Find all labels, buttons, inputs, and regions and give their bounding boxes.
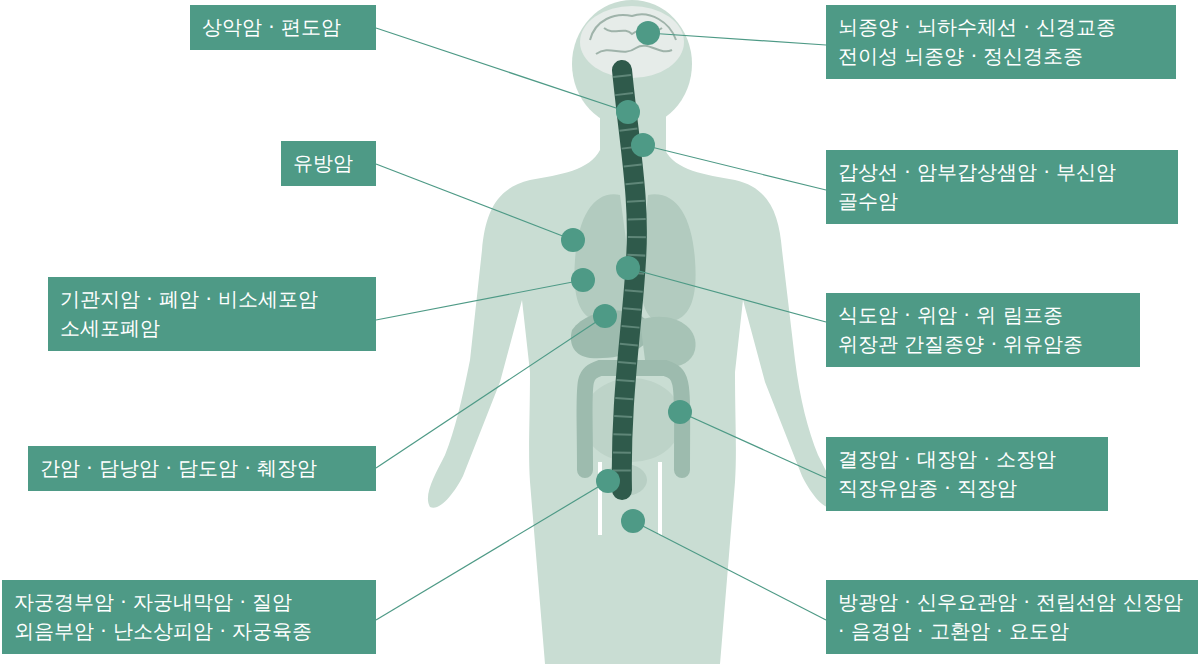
brain xyxy=(580,6,684,78)
cancer-label-box: 갑상선 · 암부갑상샘암 · 부신암 골수암 xyxy=(826,150,1178,224)
cancer-types: 간암 · 담낭암 · 담도암 · 췌장암 xyxy=(40,454,364,483)
cancer-label-box: 기관지암 · 폐암 · 비소세포암 소세포폐암 xyxy=(48,277,376,351)
cancer-label-box: 결장암 · 대장암 · 소장암 직장유암종 · 직장암 xyxy=(826,437,1108,511)
cancer-types: 식도암 · 위암 · 위 림프종 위장관 간질종양 · 위유암종 xyxy=(838,301,1128,359)
cancer-types: 유방암 xyxy=(293,149,364,178)
cancer-label-box: 상악암 · 편도암 xyxy=(190,5,376,50)
cancer-label-box: 간암 · 담낭암 · 담도암 · 췌장암 xyxy=(28,446,376,491)
cancer-types: 갑상선 · 암부갑상샘암 · 부신암 골수암 xyxy=(838,158,1166,216)
marker-dots xyxy=(561,21,692,533)
cancer-label-box: 방광암 · 신우요관암 · 전립선암 신장암 · 음경암 · 고환암 · 요도암 xyxy=(826,580,1198,654)
cancer-types: 결장암 · 대장암 · 소장암 직장유암종 · 직장암 xyxy=(838,445,1096,503)
cancer-types: 자궁경부암 · 자궁내막암 · 질암 외음부암 · 난소상피암 · 자궁육종 xyxy=(14,588,364,646)
cancer-label-box: 식도암 · 위암 · 위 림프종 위장관 간질종양 · 위유암종 xyxy=(826,293,1140,367)
cancer-types: 방광암 · 신우요관암 · 전립선암 신장암 · 음경암 · 고환암 · 요도암 xyxy=(838,588,1186,646)
leader-lines xyxy=(376,28,826,620)
cancer-types: 상악암 · 편도암 xyxy=(202,13,364,42)
spine xyxy=(622,70,637,490)
cancer-label-box: 유방암 xyxy=(281,141,376,186)
cancer-label-box: 뇌종양 · 뇌하수체선 · 신경교종 전이성 뇌종양 · 정신경초종 xyxy=(826,5,1176,79)
cancer-types: 뇌종양 · 뇌하수체선 · 신경교종 전이성 뇌종양 · 정신경초종 xyxy=(838,13,1164,71)
body-silhouette xyxy=(428,0,836,664)
cancer-label-box: 자궁경부암 · 자궁내막암 · 질암 외음부암 · 난소상피암 · 자궁육종 xyxy=(2,580,376,654)
cancer-types: 기관지암 · 폐암 · 비소세포암 소세포폐암 xyxy=(60,285,364,343)
